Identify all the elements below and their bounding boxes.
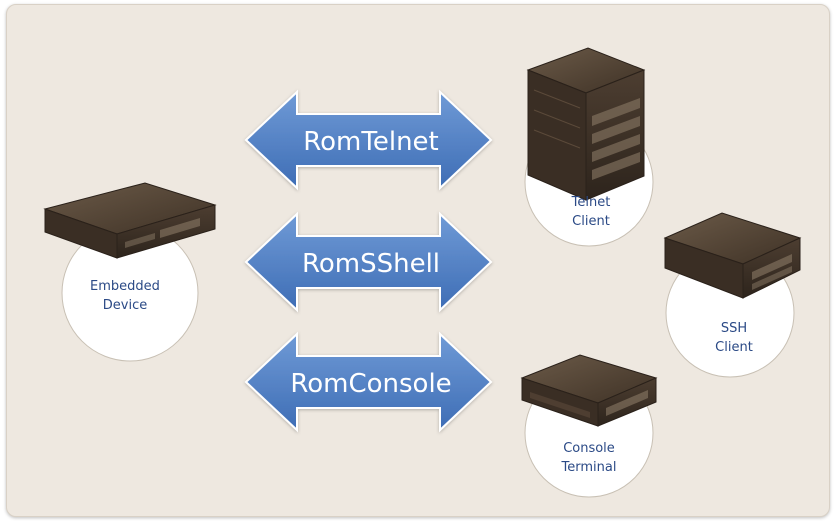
romtelnet-label: RomTelnet	[303, 127, 438, 157]
romconsole-label: RomConsole	[290, 369, 451, 399]
embedded-device-icon	[43, 182, 217, 259]
ssh-client-label-line1: SSH	[721, 321, 747, 336]
telnet-client-label-line2: Client	[572, 214, 610, 229]
embedded-device-label-line1: Embedded	[90, 279, 160, 294]
arrow-romsshell: RomSShell	[244, 211, 493, 313]
ssh-client-label-line2: Client	[715, 340, 753, 355]
console-terminal-icon	[520, 354, 658, 427]
romsshell-label: RomSShell	[302, 249, 440, 279]
ssh-client-icon	[663, 212, 802, 299]
telnet-client-icon	[526, 47, 646, 201]
console-terminal-label-line1: Console	[563, 441, 615, 456]
arrow-romtelnet: RomTelnet	[244, 89, 493, 191]
console-terminal-label-line2: Terminal	[561, 460, 617, 475]
arrow-romconsole: RomConsole	[244, 331, 493, 433]
embedded-device-label-line2: Device	[103, 298, 147, 313]
telnet-client-label-line1: Telnet	[571, 195, 611, 210]
